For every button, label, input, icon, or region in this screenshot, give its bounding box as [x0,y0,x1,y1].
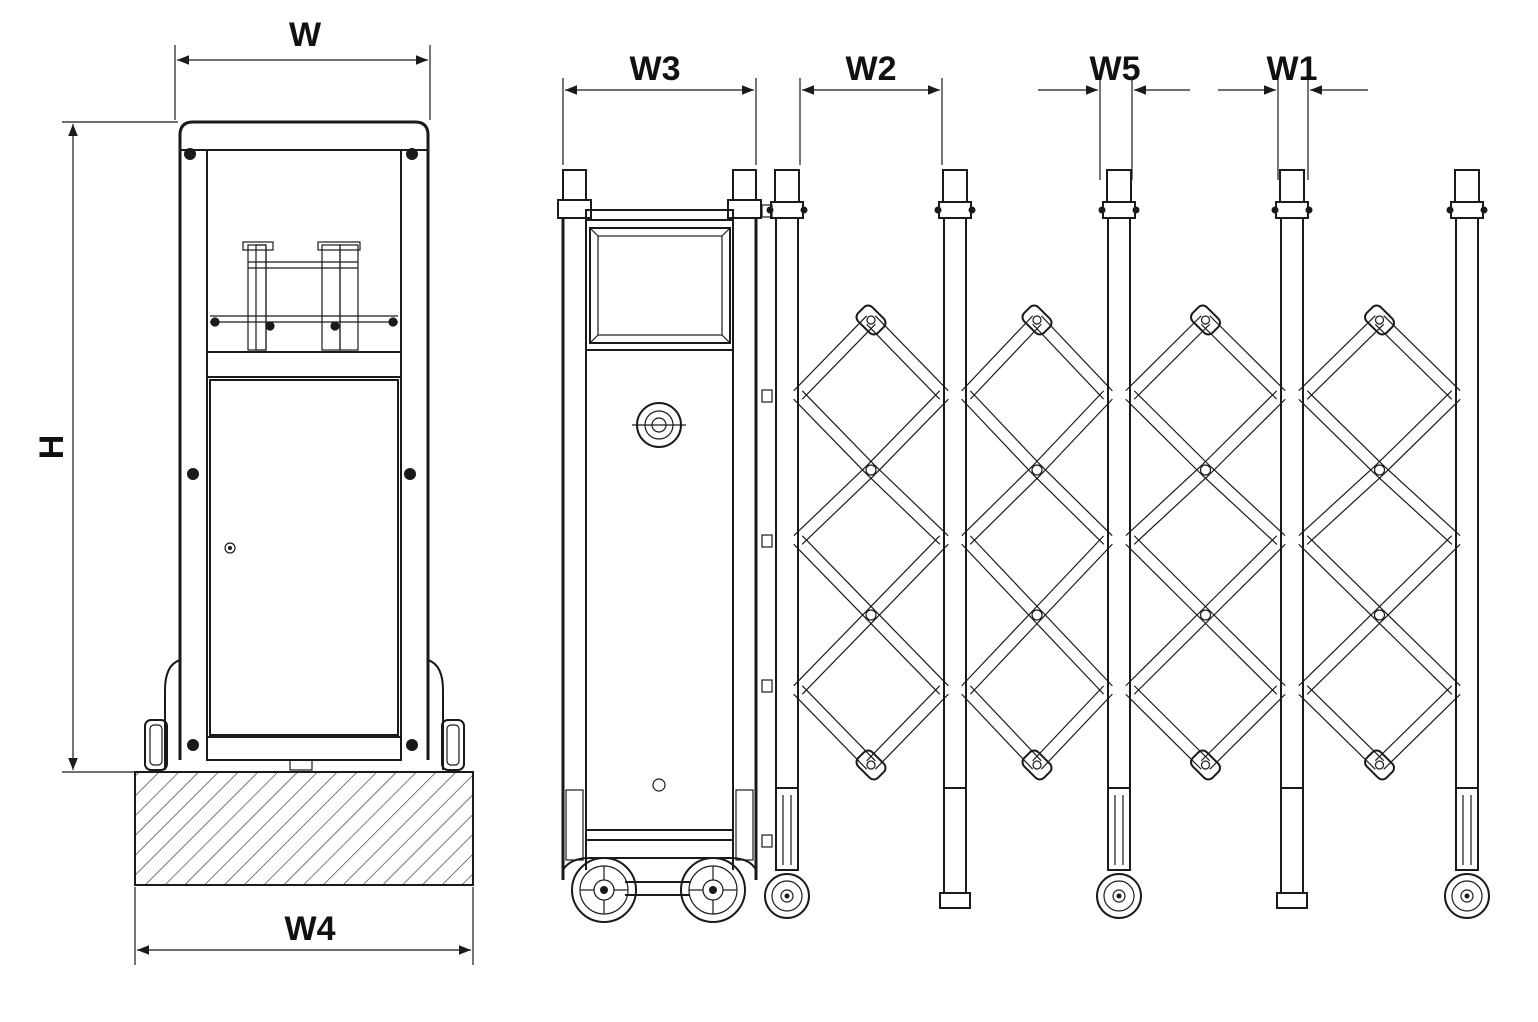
scissor-bay [1125,304,1286,781]
cabinet-wheel-right [680,857,746,923]
caster-wheel-icon [1096,873,1142,919]
label-w1: W1 [1267,50,1318,88]
dimension-w1: W1 [1218,50,1368,180]
pivot-cap [855,304,887,336]
key-lock-icon [632,402,686,448]
pivot-cap [1190,749,1221,781]
display-window [589,227,731,344]
side-wheels [144,659,465,771]
pivot-pin [865,464,877,476]
gate-posts [764,169,1490,919]
label-h: H [33,435,71,460]
pivot-pin [1199,609,1212,621]
gate-post [1271,169,1313,909]
front-view: W3 W2 W5 W1 [557,50,1490,923]
dimension-h: H [33,121,178,773]
side-mechanism [210,241,398,351]
scissor-bay [961,304,1113,781]
caster-wheel-icon [764,873,810,919]
label-w: W [289,16,322,54]
gate-post [1444,169,1490,919]
pivot-cap [1021,304,1053,336]
pivot-pin [865,609,877,621]
pivot-pin [1373,609,1386,621]
pivot-pin [1373,464,1386,476]
label-w4: W4 [285,910,336,948]
pivot-cap [1190,304,1221,336]
side-view: W H W4 [33,16,474,965]
pivot-pin [1199,464,1212,476]
pivot-cap [1364,304,1395,336]
pivot-pin [1031,464,1043,476]
pivot-cap [855,749,887,781]
dimension-w: W [174,16,431,120]
label-w2: W2 [846,50,897,88]
dimension-w2: W2 [799,50,943,165]
pivot-pin [1031,609,1043,621]
cabinet-wheel-left [571,857,637,923]
side-cabinet [206,351,402,761]
side-frame [178,120,430,760]
dimension-w4: W4 [134,887,474,965]
scissor-bay [1298,304,1461,781]
scissor-bay [793,304,949,781]
main-cabinet [557,169,762,896]
dimension-w3: W3 [562,50,757,165]
gate-post [764,169,810,919]
pivot-cap [1364,749,1395,781]
cabinet-hinges [761,204,773,848]
bottom-screw [652,778,666,792]
gate-post [1096,169,1142,919]
scissor-lattice [793,304,1461,781]
ground-block [134,771,474,886]
label-w3: W3 [630,50,681,88]
caster-wheel-icon [1444,873,1490,919]
gate-post [934,169,976,909]
pivot-cap [1021,749,1053,781]
label-w5: W5 [1090,50,1141,88]
dimension-w5: W5 [1038,50,1190,180]
